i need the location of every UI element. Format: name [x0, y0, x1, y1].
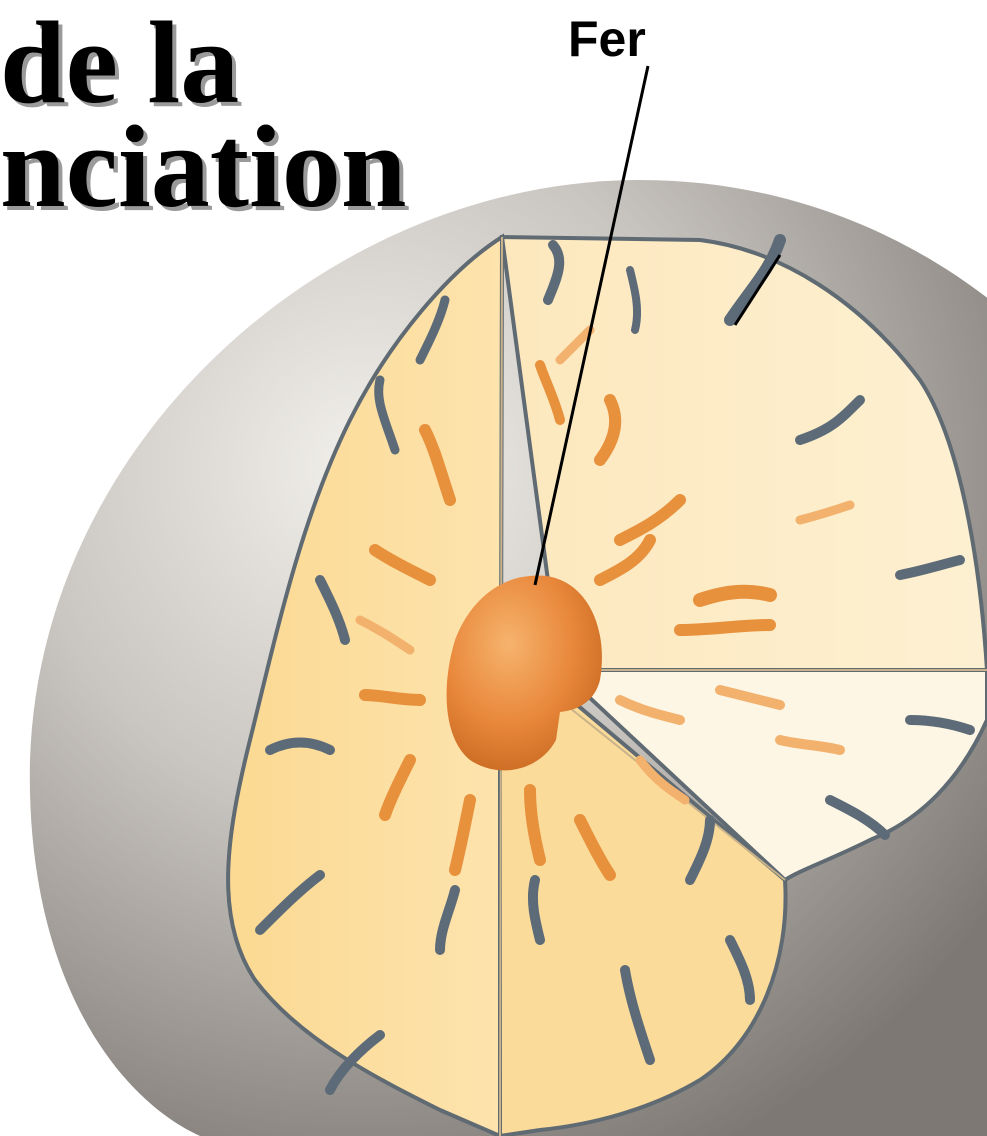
diagram-stage: de la nciation Fer — [0, 0, 987, 1136]
cutaway-sphere-diagram — [0, 0, 987, 1136]
